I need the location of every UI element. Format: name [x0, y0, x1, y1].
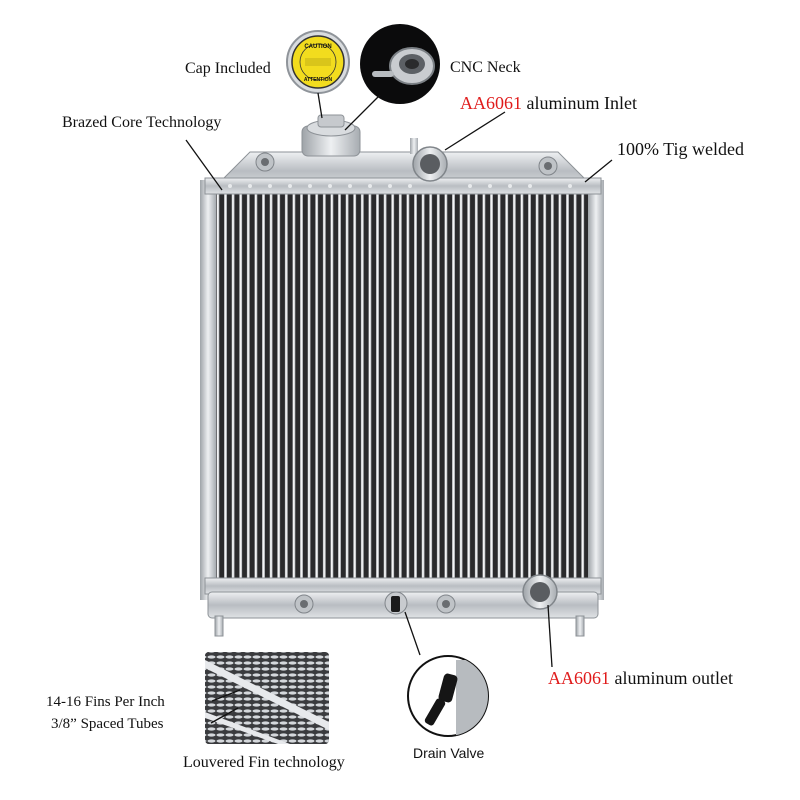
spaced-tubes-label: 3/8” Spaced Tubes: [51, 716, 164, 732]
callout-lines: [185, 92, 613, 724]
cap-included-label: Cap Included: [185, 60, 271, 77]
louvered-fin-image: [205, 652, 329, 744]
cnc-neck-label: CNC Neck: [450, 59, 521, 76]
inlet-text: aluminum Inlet: [522, 93, 637, 113]
right-end-plate: [588, 180, 604, 600]
cap-attention-text: ATTENTION: [304, 77, 333, 83]
left-end-plate: [200, 180, 216, 600]
outlet-alloy: AA6061: [548, 668, 610, 688]
cnc-neck-image: [360, 24, 440, 104]
radiator-core: [216, 192, 588, 580]
outlet-label: AA6061 aluminum outlet: [548, 668, 733, 689]
outlet-text: aluminum outlet: [610, 668, 734, 688]
inlet-label: AA6061 aluminum Inlet: [460, 93, 637, 114]
louvered-fin-label: Louvered Fin technology: [183, 754, 345, 771]
drain-valve-image: [407, 655, 489, 737]
drain-valve-label: Drain Valve: [413, 745, 485, 761]
inlet-alloy: AA6061: [460, 93, 522, 113]
brazed-core-label: Brazed Core Technology: [62, 114, 222, 131]
tig-welded-label: 100% Tig welded: [617, 139, 745, 159]
fins-per-inch-label: 14-16 Fins Per Inch: [46, 694, 165, 710]
cap-caution-text: CAUTION: [304, 44, 331, 50]
radiator-cap-image: CAUTION ATTENTION: [286, 30, 350, 94]
